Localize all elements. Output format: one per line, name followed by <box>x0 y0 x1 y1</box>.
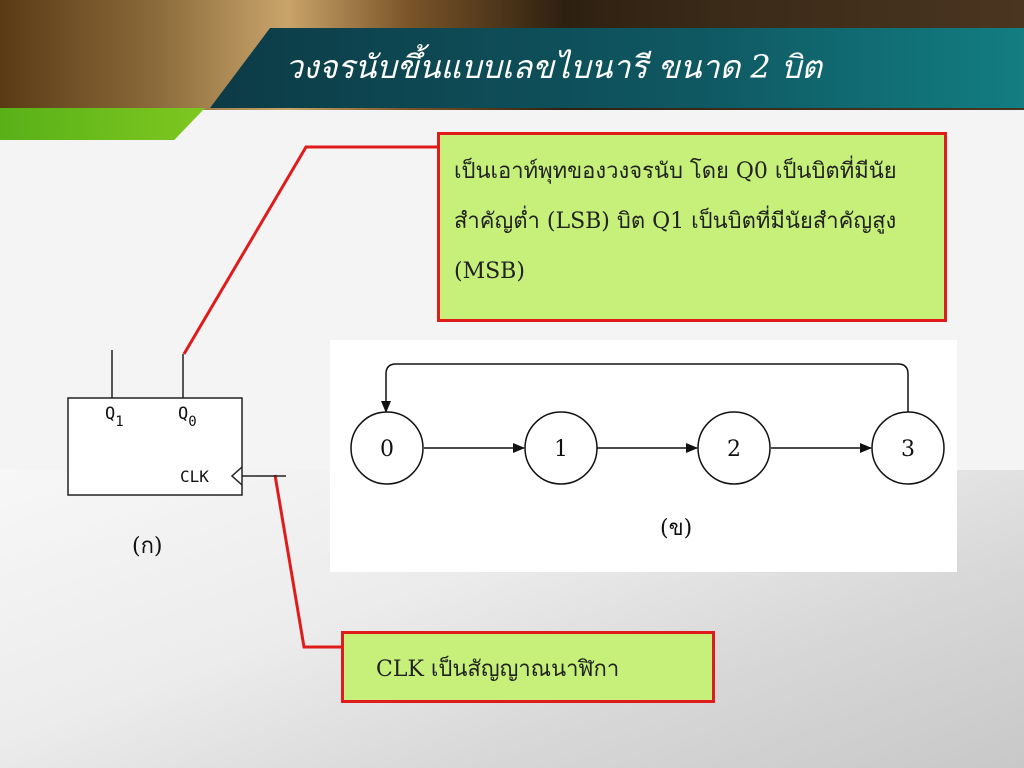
state-diagram-panel <box>330 340 957 572</box>
slide-title: วงจรนับขึ้นแบบเลขไบนารี ขนาด 2 บิต <box>285 48 823 86</box>
clk-callout: CLK เป็นสัญญาณนาฬิกา <box>341 631 715 703</box>
state-diagram-caption: (ข) <box>660 516 692 541</box>
title-bar <box>210 28 1024 108</box>
state-3: 3 <box>871 411 945 485</box>
svg-text:1: 1 <box>554 437 568 462</box>
svg-text:3: 3 <box>901 437 915 462</box>
svg-text:0: 0 <box>380 437 394 462</box>
q0-label: Q0 <box>178 404 197 430</box>
state-2: 2 <box>697 411 771 485</box>
state-0: 0 <box>350 411 424 485</box>
outputs-callout: เป็นเอาท์พุทของวงจรนับ โดย Q0 เป็นบิตที่… <box>437 132 947 322</box>
clock-input-triangle <box>230 466 243 486</box>
state-transitions <box>381 363 909 453</box>
block-caption: (ก) <box>132 534 163 559</box>
counter-block: Q1 Q0 CLK <box>67 350 286 496</box>
outputs-leader-line <box>182 145 437 355</box>
clk-leader-line <box>273 474 341 649</box>
accent-strip <box>0 108 205 140</box>
svg-text:2: 2 <box>727 437 741 462</box>
q1-label: Q1 <box>105 404 124 430</box>
state-1: 1 <box>524 411 598 485</box>
clk-label: CLK <box>180 467 209 486</box>
